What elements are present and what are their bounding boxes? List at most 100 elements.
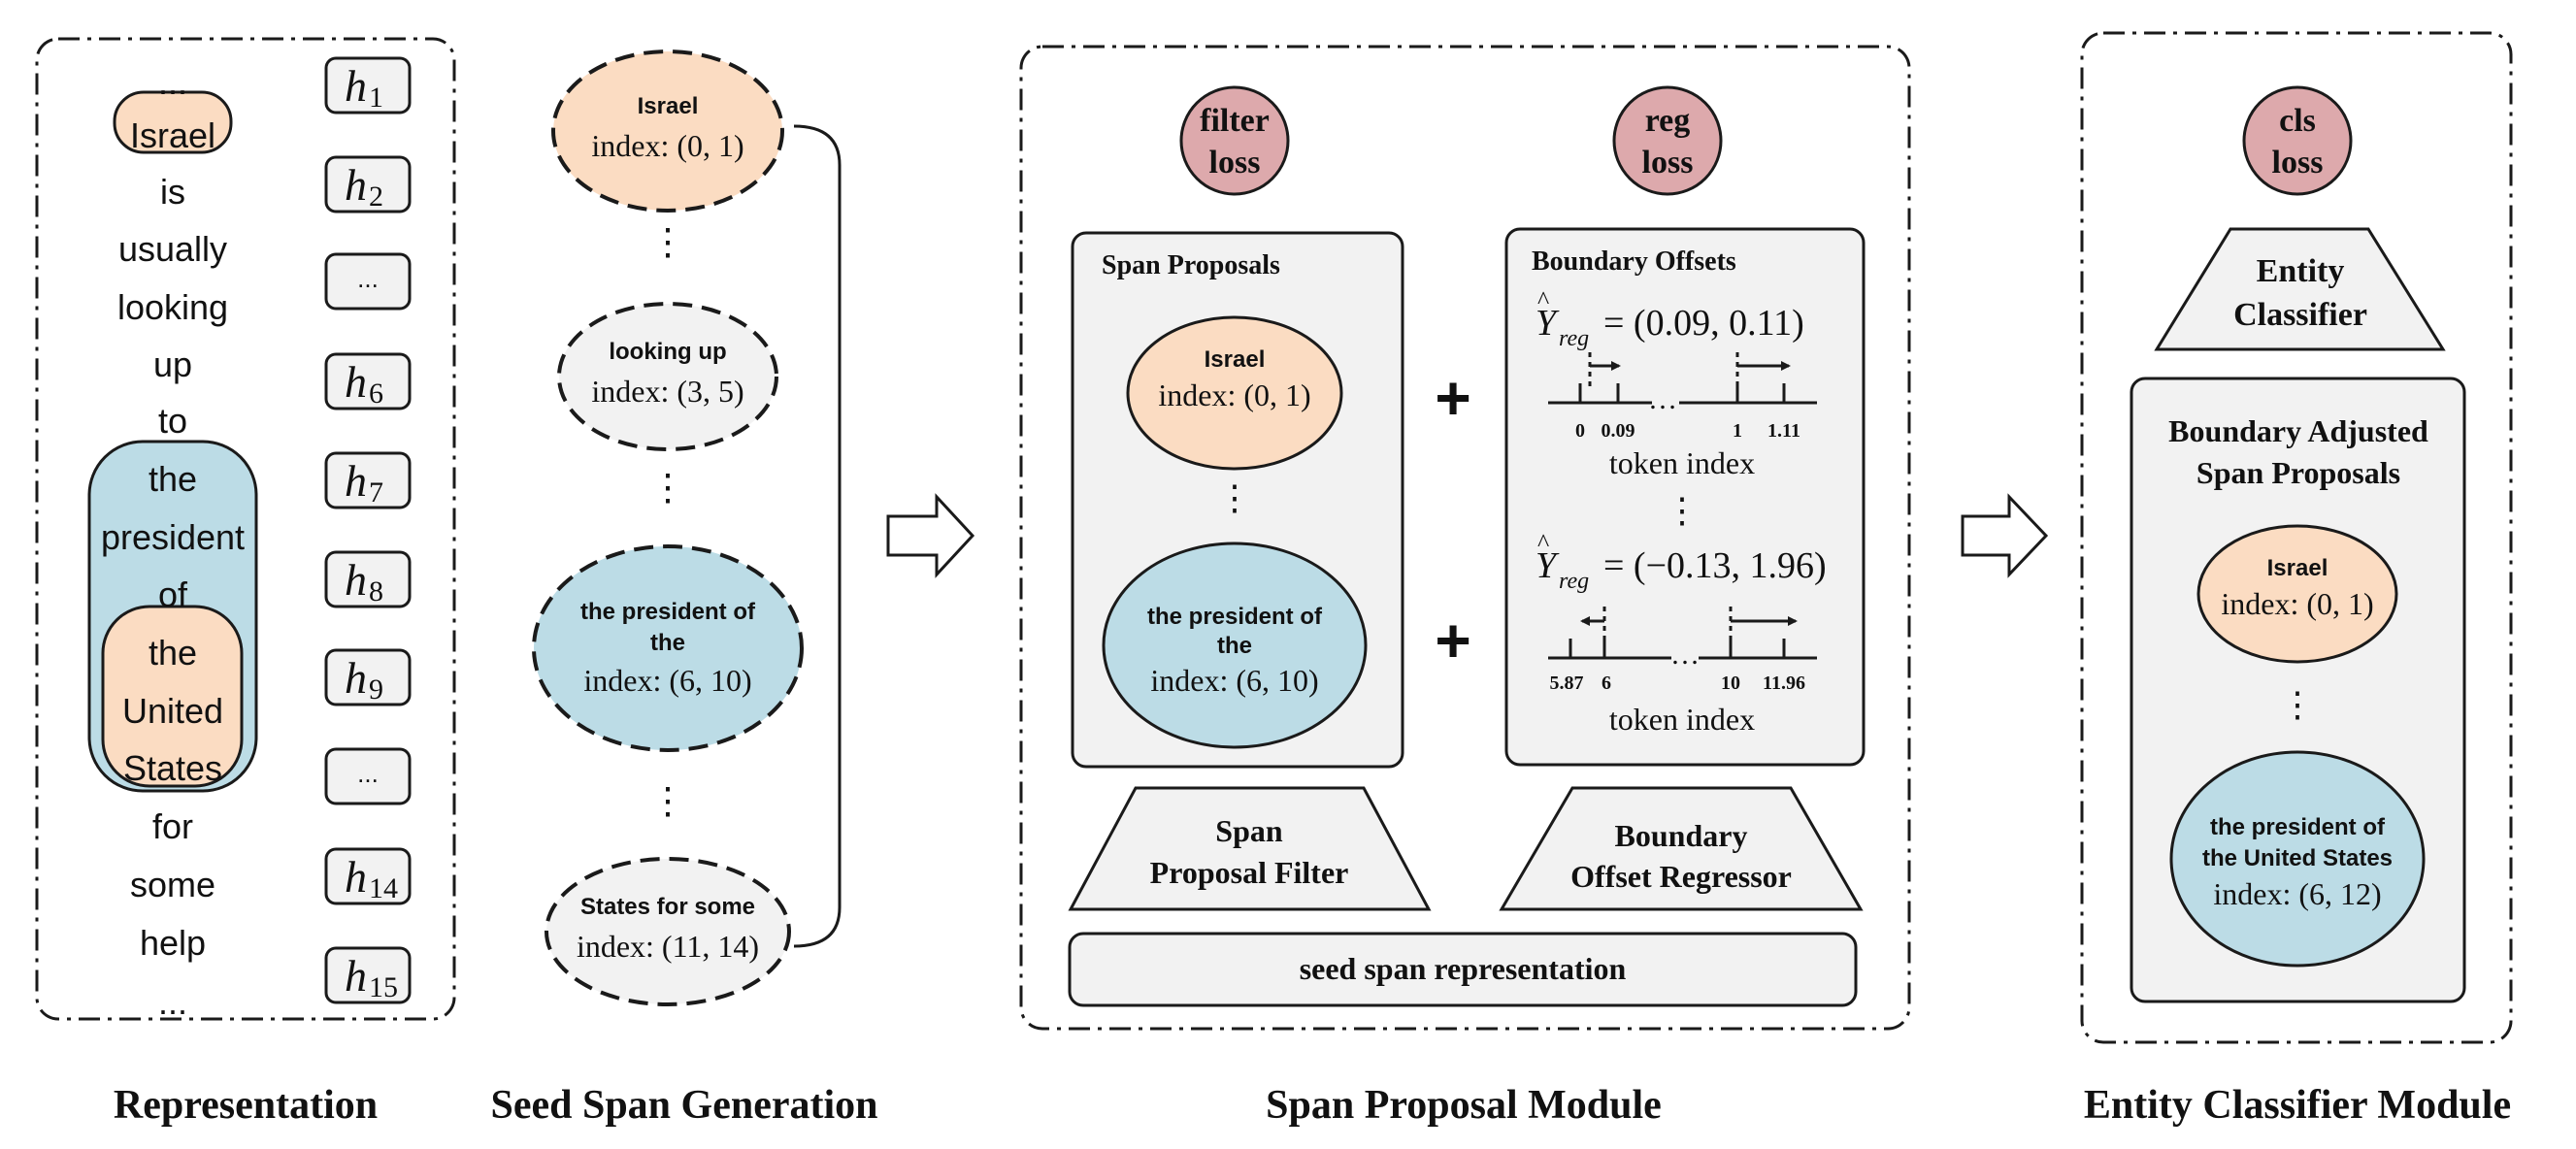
boundary-offsets-box [1504,227,1866,767]
seed-caption: Seed Span Generation [490,1083,877,1128]
seed-ellipse-2 [532,544,804,752]
token-highlight-israel [113,90,233,154]
hidden-box-0 [324,56,412,115]
token-3: usually [118,229,227,269]
y-reg-value-1: = (0.09, 0.11) [1603,303,1804,344]
representation-caption: Representation [114,1083,378,1128]
classifier-label-1: Entity [2257,253,2345,289]
seed-index-3: index: (11, 14) [577,929,759,964]
adjusted-title-1: Boundary Adjusted [2168,413,2428,448]
filter-loss-label-1: filter [1200,103,1270,139]
hidden-box-1 [324,155,412,213]
token-7: the [149,459,197,499]
hidden-symbol-0: h [345,61,367,111]
seed-name-1: looking up [609,339,726,365]
axis-2-ellipsis: … [1670,639,1700,671]
boundary-offset-regressor-block [1499,786,1864,911]
y-reg-sub-2: reg [1559,569,1589,594]
token-2: is [160,172,185,212]
axis-1-tick-2: 1 [1733,420,1742,442]
token-list: ...Israelisusuallylookinguptothepresiden… [101,62,245,1022]
hidden-box-9 [324,946,412,1004]
axis-2-tick-2: 10 [1721,673,1740,694]
hidden-symbol-3: h [345,357,367,407]
entity-classifier-block [2154,227,2446,351]
seed-ellipse-0 [551,49,784,213]
axis-1-label: token index [1609,445,1755,480]
seed-name-0: Israel [638,93,699,119]
proposal-president-name2: the [1217,633,1252,659]
adjusted-dots: ⋮ [2280,685,2315,724]
hidden-sub-8: 14 [369,872,398,904]
proposal-president-name: the president of [1147,604,1323,630]
seed-name2-2: the [650,630,685,656]
seed-span-representation-box [1068,932,1858,1007]
adjusted-president-name2: the United States [2202,845,2393,871]
adjusted-president [2169,750,2426,968]
hidden-sub-0: 1 [369,82,383,114]
axis-1-tick-1: 0.09 [1602,420,1635,442]
regressor-label-2: Offset Regressor [1570,859,1792,894]
seed-bracket [793,124,842,948]
flow-arrow-2 [1961,493,2049,578]
offset-axis-2 [1548,607,1817,660]
seed-index-2: index: (6, 10) [583,663,751,698]
span-highlight-united-states [101,605,244,788]
y-hat-1: ^ [1537,286,1549,314]
token-11: United [122,691,223,731]
hidden-sub-6: 9 [369,673,383,706]
seed-span-0: Israel index: (0, 1) [551,49,784,213]
axis-2-label: token index [1609,702,1755,737]
token-15: help [140,923,206,963]
hidden-symbol-8: h [345,852,367,902]
plus-sign-2: + [1435,606,1470,675]
proposal-president [1102,542,1368,749]
flow-arrow-1 [886,493,975,578]
boundary-offsets-title: Boundary Offsets [1532,246,1736,277]
cls-loss-label-1: cls [2279,103,2316,139]
proposal-israel-index: index: (0, 1) [1158,378,1310,412]
axis-2-tick-3: 11.96 [1763,673,1805,694]
hidden-state-7: ... [324,747,412,805]
proposal-president-index: index: (6, 10) [1150,663,1318,698]
span-proposals-title: Span Proposals [1102,250,1280,280]
filter-label-1: Span [1215,813,1283,848]
proposal-israel-name: Israel [1205,346,1266,373]
seed-ellipse-3 [545,857,791,1006]
token-16: ... [158,982,187,1022]
adjusted-israel-name: Israel [2267,555,2328,581]
cls-loss-node [2242,85,2353,196]
hidden-symbol-6: h [345,653,367,703]
adjusted-president-index: index: (6, 12) [2213,876,2381,911]
token-5: up [153,345,192,384]
axis-1-ellipsis: … [1648,383,1677,415]
token-9: of [158,574,188,614]
boundary-dots: ⋮ [1665,491,1700,530]
hidden-box-3 [324,352,412,410]
classifier-caption: Entity Classifier Module [2084,1083,2511,1128]
hidden-box-2 [324,252,412,311]
reg-loss-node [1612,85,1723,196]
proposal-dots: ⋮ [1217,478,1252,517]
cls-loss-label-2: loss [2272,145,2324,181]
token-8: president [101,517,245,557]
seed-index-0: index: (0, 1) [591,128,743,163]
hidden-box-6 [324,648,412,706]
seed-dots-0: ⋮ [649,222,686,263]
regressor-label-1: Boundary [1615,818,1748,853]
adjusted-president-name: the president of [2210,814,2386,840]
token-1: Israel [130,115,215,155]
hidden-ellipsis-7: ... [357,759,379,788]
axis-1-tick-0: 0 [1575,420,1585,442]
hidden-state-2: ... [324,252,412,311]
y-hat-2: ^ [1537,529,1549,557]
